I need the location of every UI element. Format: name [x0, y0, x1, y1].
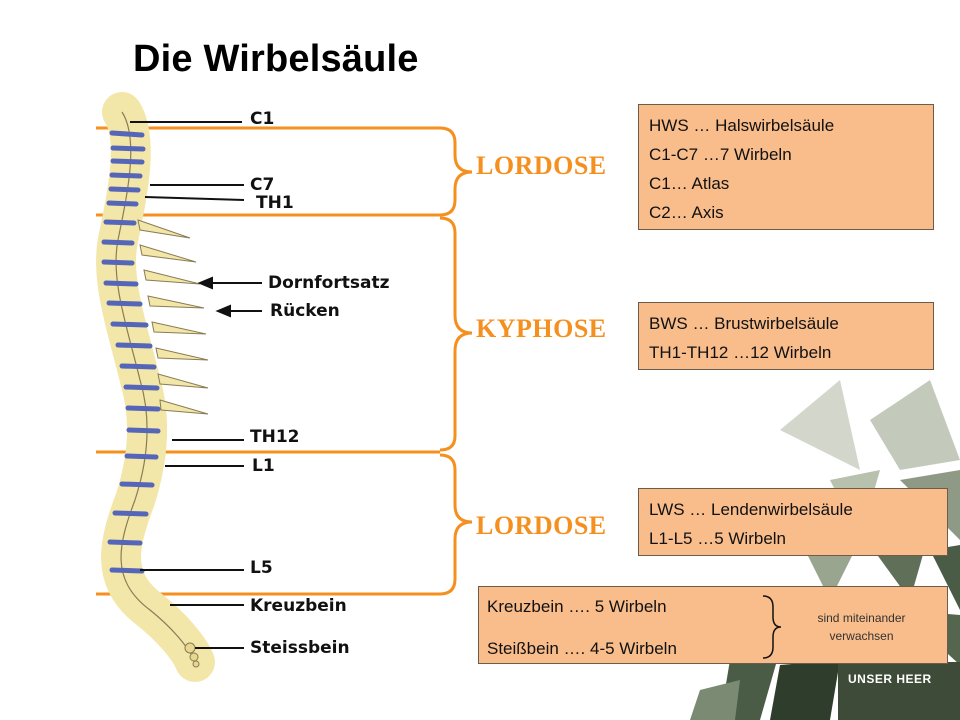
label-pointer-lines	[130, 121, 245, 649]
label-steissbein: Steissbein	[250, 638, 350, 658]
bracket-hws	[439, 126, 473, 217]
label-th1: TH1	[256, 193, 294, 213]
info-line: C2… Axis	[649, 203, 724, 222]
label-kreuzbein: Kreuzbein	[250, 596, 347, 616]
region-label-lordose-upper: LORDOSE	[476, 151, 607, 180]
info-box-bws: BWS … Brustwirbelsäule TH1-TH12 …12 Wirb…	[638, 302, 934, 370]
region-label-lordose-lower: LORDOSE	[476, 511, 607, 540]
arrow-ruecken	[215, 304, 262, 318]
info-line: TH1-TH12 …12 Wirbeln	[649, 343, 832, 362]
steissbein-line: Steißbein …. 4-5 Wirbeln	[487, 639, 677, 658]
merged-note: sind miteinander verwachsen	[817, 611, 906, 643]
page-title: Die Wirbelsäule	[133, 38, 419, 80]
label-l5: L5	[250, 558, 273, 578]
label-c1: C1	[250, 109, 275, 129]
curly-brace-icon	[762, 595, 782, 659]
info-line: C1-C7 …7 Wirbeln	[649, 145, 792, 164]
info-line: BWS … Brustwirbelsäule	[649, 314, 839, 333]
bracket-bws	[439, 216, 473, 452]
label-dornfortsatz: Dornfortsatz	[268, 273, 390, 293]
region-label-kyphose: KYPHOSE	[476, 314, 607, 343]
info-line: L1-L5 …5 Wirbeln	[649, 529, 787, 548]
info-line: C1… Atlas	[649, 174, 730, 193]
info-box-lws: LWS … Lendenwirbelsäule L1-L5 …5 Wirbeln	[638, 488, 948, 556]
label-l1: L1	[252, 456, 275, 476]
brand-logo-text: UNSER HEER	[848, 672, 932, 686]
label-ruecken: Rücken	[270, 301, 340, 321]
spine-illustration	[96, 92, 215, 682]
info-line: LWS … Lendenwirbelsäule	[649, 500, 853, 519]
info-box-hws: HWS … Halswirbelsäule C1-C7 …7 Wirbeln C…	[638, 104, 934, 230]
label-c7: C7	[250, 175, 275, 195]
kreuzbein-line: Kreuzbein …. 5 Wirbeln	[487, 597, 667, 616]
arrow-dornfortsatz	[197, 276, 262, 290]
label-th12: TH12	[250, 427, 300, 447]
bracket-lws	[439, 453, 473, 596]
info-box-sacrum-coccyx: Kreuzbein …. 5 Wirbeln Steißbein …. 4-5 …	[478, 586, 948, 664]
info-line: HWS … Halswirbelsäule	[649, 116, 835, 135]
